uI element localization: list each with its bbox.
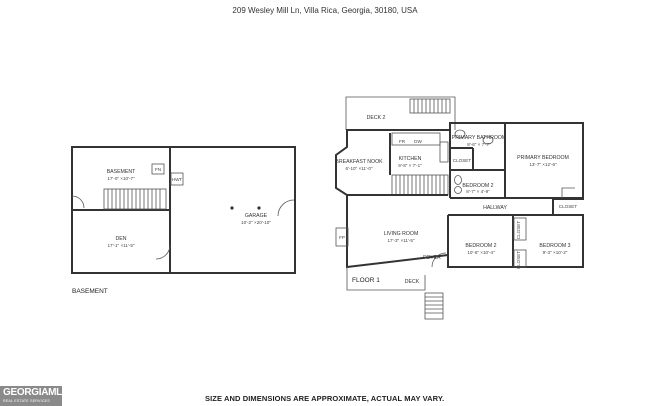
basement-water-heater-label: HWT	[172, 177, 183, 182]
living-fireplace-box	[335, 227, 349, 247]
bath-sink	[454, 129, 466, 139]
bottom-deck-outline	[346, 267, 426, 291]
basement-room-name: BASEMENT	[107, 169, 136, 175]
basement-fireplace-box	[151, 163, 165, 175]
bath2-room-name: BEDROOM 2	[462, 183, 493, 189]
kitchen-range	[439, 141, 449, 163]
basement-plan: BASEMENT 17'-0" ×10'-7" DEN 17'-1" ×11'-…	[71, 146, 296, 295]
kitchen-room-name: KITCHEN	[399, 156, 422, 162]
kitchen-stairs	[391, 174, 449, 196]
garage-door-swing	[277, 199, 295, 217]
basement-room-dims: 17'-0" ×10'-7"	[107, 176, 135, 181]
deck-label: DECK	[405, 279, 420, 285]
den-room-name: DEN	[116, 236, 127, 242]
bath2-toilet	[454, 175, 462, 185]
floor1-label: FLOOR 1	[352, 277, 380, 284]
bedroom3-room-dims: 9'-3" ×10'-2"	[543, 250, 568, 255]
top-deck-stairs	[409, 98, 451, 114]
bath2-sink	[454, 186, 462, 194]
garage-post	[230, 206, 234, 210]
top-deck-outline	[345, 96, 456, 130]
bedroom2-room-dims: 10'-6" ×10'-4"	[467, 250, 495, 255]
closet-b-label: CLOSET	[559, 204, 578, 209]
hallway-label: HALLWAY	[483, 205, 507, 211]
kitchen-counter	[391, 132, 441, 146]
closet-c-box	[513, 217, 527, 241]
basement-door-swing	[71, 195, 85, 209]
property-address: 209 Wesley Mill Ln, Villa Rica, Georgia,…	[232, 6, 418, 15]
breakfast-room-dims: 6'-10" ×11'-0"	[345, 166, 372, 171]
primary-bath-room-name: PRIMARY BATHROOM	[452, 135, 506, 141]
kitchen-room-dims: 9'-8" × 7'-1"	[398, 163, 422, 168]
basement-fireplace-label: FN	[155, 167, 161, 172]
georgia-mls-logo: GEORGIAMLS REAL ESTATE SERVICES	[0, 386, 69, 406]
primary-bedroom-room-name: PRIMARY BEDROOM	[517, 155, 569, 161]
den-door-swing	[155, 244, 171, 260]
living-room-name: LIVING ROOM	[384, 231, 419, 237]
fridge-label: FR	[399, 139, 406, 144]
logo-sub: REAL ESTATE SERVICES	[3, 399, 50, 403]
basement-stairs	[103, 188, 167, 210]
basement-floor-label: BASEMENT	[72, 288, 108, 295]
logo-brand: GEORGIAMLS	[3, 387, 69, 398]
garage-room-dims: 10'-2" ×20'-10"	[241, 220, 271, 225]
bath-sink	[482, 135, 494, 145]
den-room-dims: 17'-1" ×11'-5"	[107, 243, 134, 248]
bedroom2-room-name: BEDROOM 2	[465, 243, 496, 249]
foyer-door-swing	[431, 252, 447, 268]
garage-room-name: GARAGE	[245, 213, 268, 219]
primary-closet-door	[561, 187, 575, 198]
closet-d-label: CLOSET	[516, 251, 521, 270]
breakfast-room-name: BREAKFAST NOOK	[335, 159, 383, 165]
closet-d-box	[513, 249, 527, 268]
deck2-room-name: DECK 2	[367, 115, 386, 121]
dishwasher-label: DW	[414, 139, 422, 144]
living-room-dims: 17'-3" ×11'-5"	[387, 238, 414, 243]
basement-water-heater-box	[170, 172, 184, 186]
floor1-exterior-wall	[335, 122, 584, 269]
floor1-plan: DECK 2 BREAKFAST NOOK 6'-10" ×11'-0" KIT…	[335, 96, 584, 320]
closet-a-label: CLOSET	[453, 158, 472, 163]
bath2-room-dims: 8'-7" × 4'-9"	[466, 189, 490, 194]
living-fireplace-label: FP	[339, 235, 345, 240]
foyer-label: FOYER	[423, 255, 441, 261]
bedroom3-room-name: BEDROOM 3	[539, 243, 570, 249]
garage-post	[257, 206, 261, 210]
primary-bedroom-room-dims: 13'-7" ×12'-6"	[529, 162, 557, 167]
disclaimer-text: SIZE AND DIMENSIONS ARE APPROXIMATE, ACT…	[205, 394, 445, 403]
bottom-deck-stairs	[424, 292, 444, 320]
closet-c-label: CLOSET	[516, 221, 521, 240]
primary-bath-room-dims: 8'-6" × 7'-7"	[467, 142, 491, 147]
